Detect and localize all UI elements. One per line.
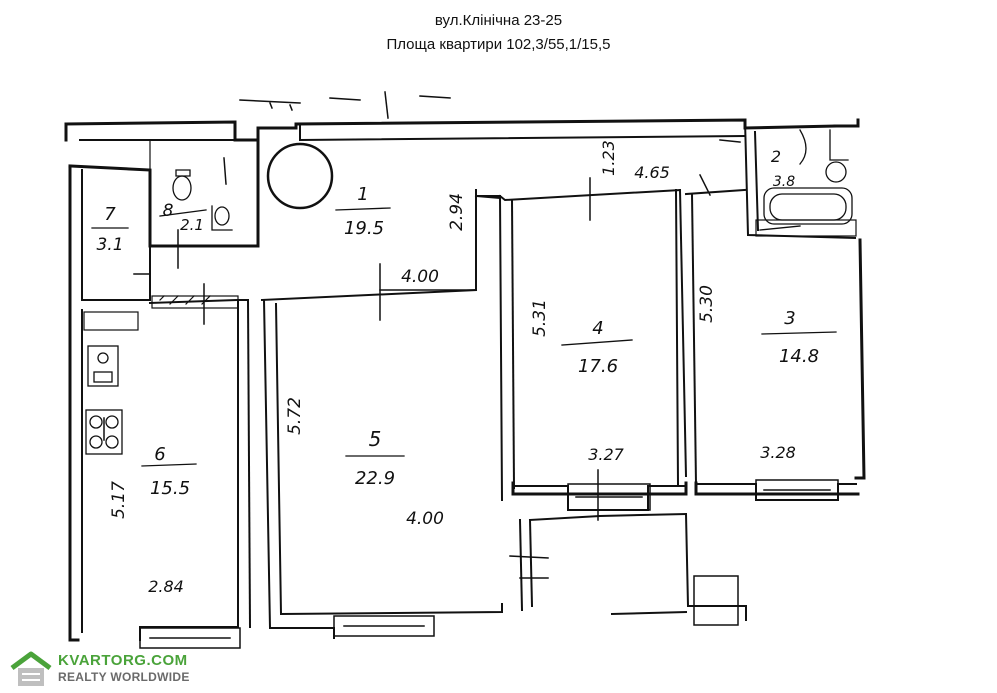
dim-corridor-depth: 1.23 [599,140,618,176]
room-1-area: 19.5 [344,218,384,239]
dim-room3-width: 3.28 [760,443,796,462]
dim-room4-depth: 5.31 [530,299,550,337]
inner-walls [79,118,857,641]
address-title: вул.Клінічна 23-25 [434,12,563,29]
dimension-lines [103,139,741,579]
room-7-number: 7 [104,204,116,225]
area-title: Площа квартири 102,3/55,1/15,5 [386,36,611,53]
room-2-number: 2 [771,147,781,166]
survey-marks-top [239,91,451,119]
bathroom-fixtures [172,129,853,231]
kitchen-stove [85,345,123,455]
room-labels: 1 19.5 2 3.8 3 14.8 4 17.6 5 22.9 6 15.5… [96,147,819,499]
watermark-logo: KVARTORG.COM REALTY WORLDWIDE [8,650,190,688]
room-6-number: 6 [154,444,165,465]
room-1-number: 1 [357,184,368,205]
room-5-number: 5 [369,427,382,451]
room-4-number: 4 [592,318,603,339]
watermark-tagline: REALTY WORLDWIDE [58,670,190,684]
dim-room5-depth: 5.72 [285,397,305,435]
windows [139,479,839,649]
dim-hall-depth: 2.94 [447,193,467,231]
room-5-area: 22.9 [355,468,395,489]
dim-room5-width: 4.00 [406,509,444,529]
hall-column [266,142,334,210]
room-4-area: 17.6 [578,356,618,377]
room-6-area: 15.5 [150,478,190,499]
room-3-area: 14.8 [779,346,819,367]
dim-corridor-width: 4.65 [634,163,670,182]
room-8-area: 2.1 [180,216,204,234]
room-2-area: 3.8 [773,174,795,190]
room-7-area: 3.1 [96,235,123,255]
dim-room3-depth: 5.30 [697,285,717,323]
watermark-brand: KVARTORG.COM [58,652,188,669]
room-8-number: 8 [163,201,174,221]
room-label-lines [91,207,837,467]
dimension-labels: 2.94 4.00 1.23 4.65 5.31 3.27 5.30 3.28 … [109,140,796,596]
room-3-number: 3 [784,308,795,329]
dim-room6-width: 2.84 [148,577,184,596]
house-icon [10,651,52,686]
dim-hall-width: 4.00 [401,267,439,287]
dim-room6-depth: 5.17 [109,481,129,519]
dim-room4-width: 3.27 [588,445,624,464]
